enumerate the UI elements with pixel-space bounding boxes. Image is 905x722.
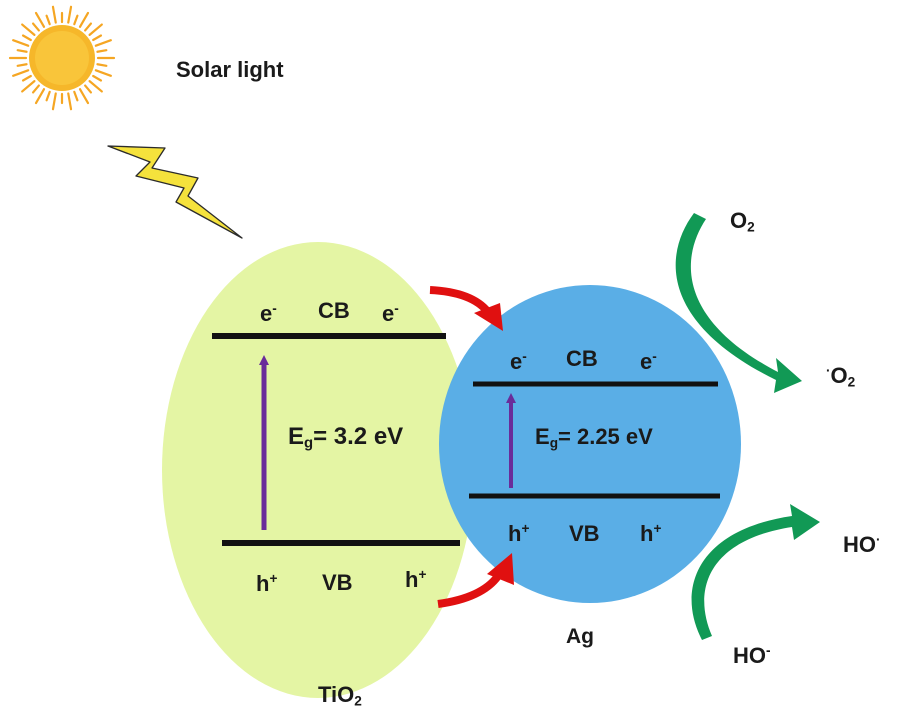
sun-ray <box>21 74 32 82</box>
sun-ray <box>84 22 93 32</box>
sun-ray <box>88 80 103 93</box>
solar-light-label: Solar light <box>176 57 284 82</box>
sun-ray <box>34 11 46 28</box>
hydroxide-oxidation-arrow <box>691 504 820 640</box>
sun-ray <box>73 14 79 26</box>
tio2-band-gap-label: Eg= 3.2 eV <box>288 423 404 452</box>
lightning-bolt-icon <box>107 145 243 239</box>
sun-ray <box>21 34 32 42</box>
sun-ray <box>94 69 112 77</box>
sun-ray <box>16 63 28 67</box>
ag-cb-electron-right: e- <box>640 349 657 375</box>
tio2-name-label: TiO2 <box>318 682 362 709</box>
hydroxide-ion-label: HO- <box>733 643 771 669</box>
tio2-particle <box>162 242 474 698</box>
sun-ray <box>45 90 51 102</box>
superoxide-radical-label: ·O2 <box>826 363 856 390</box>
sun-ray <box>84 84 93 94</box>
tio2-cb-label: CB <box>318 298 350 323</box>
hydroxyl-radical-label: HO· <box>843 532 881 558</box>
sun-ray <box>96 63 108 67</box>
sun-ray <box>51 92 57 111</box>
sun-ray <box>12 39 30 47</box>
o2-reduction-arrow <box>675 213 802 393</box>
tio2-cb-electron-left: e- <box>260 301 277 327</box>
sun-ray <box>92 74 103 82</box>
sun-icon <box>8 5 116 111</box>
sun-ray <box>21 80 36 93</box>
hole-transfer-arrow <box>437 553 514 608</box>
tio2-vb-hole-left: h+ <box>256 571 278 597</box>
sun-ray <box>67 92 73 111</box>
sun-ray <box>31 84 40 94</box>
sun-ray <box>92 34 103 42</box>
ag-vb-hole-left: h+ <box>508 521 530 547</box>
tio2-vb-label: VB <box>322 570 353 595</box>
sun-ray <box>67 5 73 24</box>
ag-band-gap-label: Eg= 2.25 eV <box>535 424 653 451</box>
sun-ray <box>78 11 90 28</box>
sun-ray <box>73 90 79 102</box>
tio2-cb-electron-right: e- <box>382 301 399 327</box>
sun-ray <box>16 49 28 53</box>
electron-transfer-arrow <box>429 286 503 331</box>
sun-ray <box>12 69 30 77</box>
sun-ray <box>96 49 108 53</box>
ag-vb-label: VB <box>569 521 600 546</box>
sun-ray <box>31 22 40 32</box>
sun-ray <box>21 23 36 36</box>
sun-ray <box>51 5 57 24</box>
sun-ray <box>78 88 90 105</box>
ag-name-label: Ag <box>566 625 594 648</box>
o2-label: O2 <box>730 208 755 235</box>
sun-ray <box>94 39 112 47</box>
sun-ray <box>34 88 46 105</box>
ag-particle <box>439 285 741 603</box>
ag-vb-hole-right: h+ <box>640 521 662 547</box>
ag-cb-electron-left: e- <box>510 349 527 375</box>
tio2-vb-hole-right: h+ <box>405 567 427 593</box>
sun-ray <box>45 14 51 26</box>
ag-cb-label: CB <box>566 346 598 371</box>
sun-ray <box>88 23 103 36</box>
